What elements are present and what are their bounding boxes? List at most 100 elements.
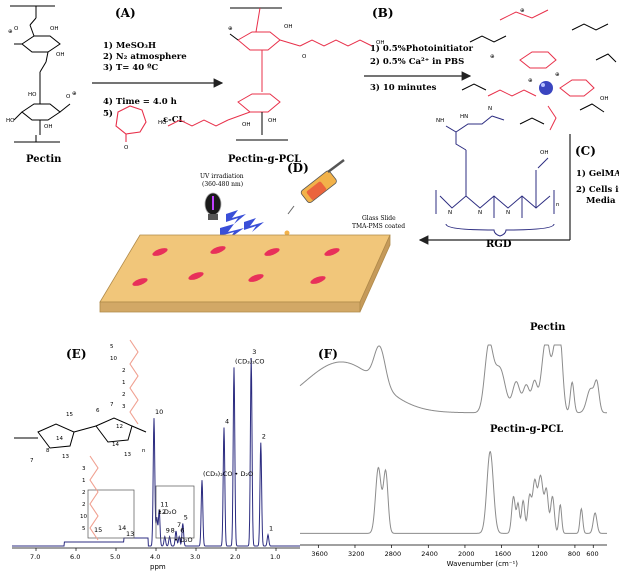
svg-text:OH: OH bbox=[44, 124, 52, 130]
svg-text:OH: OH bbox=[242, 122, 250, 128]
panel-label-a: (A) bbox=[115, 6, 136, 20]
pectin-atom-labels: ⊕O OH OH HO O⊕ HO OH bbox=[6, 26, 77, 130]
ftir-x-label: Wavenumber (cm⁻¹) bbox=[447, 560, 519, 568]
svg-text:2) Cells in: 2) Cells in bbox=[576, 184, 619, 195]
droplet-icon bbox=[284, 230, 290, 236]
nmr-inset-box bbox=[87, 489, 135, 539]
svg-text:OH: OH bbox=[284, 24, 292, 30]
ftir-tick-label: 3600 bbox=[311, 550, 328, 558]
ftir-tick-label: 600 bbox=[586, 550, 598, 558]
svg-text:N: N bbox=[488, 106, 492, 112]
svg-text:7: 7 bbox=[30, 458, 34, 464]
nmr-peak-label: 8 bbox=[171, 527, 175, 535]
ftir-trace bbox=[300, 450, 607, 534]
nmr-peak-label: 9 bbox=[166, 527, 170, 535]
nmr-peak-label: 7 bbox=[177, 521, 181, 529]
svg-text:8: 8 bbox=[46, 448, 50, 454]
svg-text:3: 3 bbox=[82, 466, 86, 472]
svg-text:OH: OH bbox=[50, 26, 58, 32]
svg-text:2: 2 bbox=[82, 490, 86, 496]
svg-text:5: 5 bbox=[82, 526, 86, 532]
svg-text:OH: OH bbox=[376, 40, 384, 46]
panel-label-d: (D) bbox=[287, 161, 309, 175]
svg-text:OH: OH bbox=[56, 52, 64, 58]
svg-text:O: O bbox=[302, 54, 307, 60]
series-label-pectin: Pectin bbox=[530, 322, 566, 333]
svg-text:3) 10 minutes: 3) 10 minutes bbox=[370, 82, 437, 93]
svg-text:10: 10 bbox=[80, 514, 87, 520]
svg-text:HO: HO bbox=[158, 120, 167, 126]
nmr-peak-label: 1 bbox=[269, 525, 273, 533]
svg-text:2) N₂ atmosphere: 2) N₂ atmosphere bbox=[103, 51, 187, 62]
nmr-tick-label: 3.0 bbox=[190, 553, 200, 561]
svg-text:13: 13 bbox=[62, 454, 69, 460]
nmr-peak-label: (CD₃)₂CO bbox=[235, 357, 264, 365]
nmr-peak-label: 11 bbox=[160, 500, 168, 508]
nmr-tick-label: 4.0 bbox=[150, 553, 160, 561]
glass-slide-label: Glass Slide bbox=[362, 215, 396, 222]
svg-text:⊕: ⊕ bbox=[228, 26, 233, 32]
panel-label-e: (E) bbox=[66, 347, 87, 361]
nmr-tick-label: 2.0 bbox=[230, 553, 240, 561]
pectin-structure bbox=[10, 5, 71, 143]
nmr-inset-peak-label: 14 bbox=[118, 524, 126, 532]
ftir-tick-label: 2800 bbox=[385, 550, 402, 558]
uv-label: UV irradiation bbox=[200, 173, 244, 180]
pectin-name: Pectin bbox=[26, 154, 62, 165]
svg-text:2: 2 bbox=[122, 368, 126, 374]
svg-text:15: 15 bbox=[66, 412, 73, 418]
svg-text:NH: NH bbox=[436, 118, 444, 124]
nmr-peak-label: 10 bbox=[155, 408, 163, 416]
ftir-tick-label: 2000 bbox=[458, 550, 475, 558]
svg-text:7: 7 bbox=[110, 402, 114, 408]
reaction-conditions-b: 1) 0.5%Photoinitiator 2) 0.5% Ca²⁺ in PB… bbox=[370, 43, 473, 93]
svg-text:⊕: ⊕ bbox=[72, 91, 77, 97]
svg-text:OH: OH bbox=[600, 96, 608, 102]
nmr-peak-label: 12 bbox=[158, 508, 166, 516]
svg-text:O: O bbox=[124, 145, 129, 151]
glass-slide-coating: TMA-PMS coated bbox=[352, 223, 405, 230]
svg-text:2: 2 bbox=[122, 392, 126, 398]
svg-text:Media: Media bbox=[586, 196, 616, 206]
svg-text:3) T= 40 ºC: 3) T= 40 ºC bbox=[103, 62, 158, 73]
svg-text:2: 2 bbox=[82, 502, 86, 508]
ftir-trace bbox=[299, 344, 608, 414]
svg-text:4) Time = 4.0 h: 4) Time = 4.0 h bbox=[103, 96, 177, 107]
svg-text:O: O bbox=[14, 26, 19, 32]
svg-text:1) GelMA: 1) GelMA bbox=[576, 168, 619, 179]
svg-text:OH: OH bbox=[268, 118, 276, 124]
svg-text:O: O bbox=[66, 94, 71, 100]
nmr-peak-label: 5 bbox=[184, 513, 188, 521]
ftir-tick-label: 800 bbox=[568, 550, 580, 558]
gelma-rgd-structure bbox=[435, 115, 555, 237]
svg-text:1) MeSO₃H: 1) MeSO₃H bbox=[103, 40, 156, 51]
gelma-atom-labels: NH HN N OH N N N n bbox=[436, 106, 560, 216]
nmr-inset-peak-label: 15 bbox=[94, 526, 102, 534]
svg-text:1: 1 bbox=[122, 380, 126, 386]
caprolactone-icon bbox=[115, 105, 147, 142]
svg-text:5): 5) bbox=[103, 108, 113, 119]
svg-text:⊕: ⊕ bbox=[528, 78, 533, 84]
svg-text:5: 5 bbox=[110, 344, 114, 350]
nmr-peak-label: 2 bbox=[262, 433, 266, 441]
glass-slide bbox=[99, 234, 391, 313]
nmr-tick-label: 1.0 bbox=[270, 553, 280, 561]
ftir-tick-label: 3200 bbox=[348, 550, 365, 558]
svg-text:14: 14 bbox=[56, 436, 63, 442]
uv-range: (360-480 nm) bbox=[202, 181, 243, 188]
svg-text:12: 12 bbox=[116, 424, 123, 430]
network-atom-labels: ⊕ ⊕ ⊕ ⊕ OH bbox=[490, 8, 608, 102]
svg-text:N: N bbox=[448, 210, 452, 216]
ftir-tick-label: 2400 bbox=[421, 550, 438, 558]
reaction-conditions-a: 1) MeSO₃H 2) N₂ atmosphere 3) T= 40 ºC 4… bbox=[103, 40, 187, 125]
rgd-label: RGD bbox=[486, 239, 512, 250]
nmr-water-label: • D₂O bbox=[174, 536, 193, 544]
ftir-tick-label: 1200 bbox=[531, 550, 548, 558]
panel-label-b: (B) bbox=[372, 6, 394, 20]
pcl-atom-labels: ⊕ OH O OH OH OH HO bbox=[158, 24, 384, 128]
reaction-conditions-c: 1) GelMA 2) Cells in Media bbox=[576, 168, 619, 206]
nmr-peak-label: 4 bbox=[225, 418, 229, 426]
svg-text:⊕: ⊕ bbox=[490, 54, 495, 60]
